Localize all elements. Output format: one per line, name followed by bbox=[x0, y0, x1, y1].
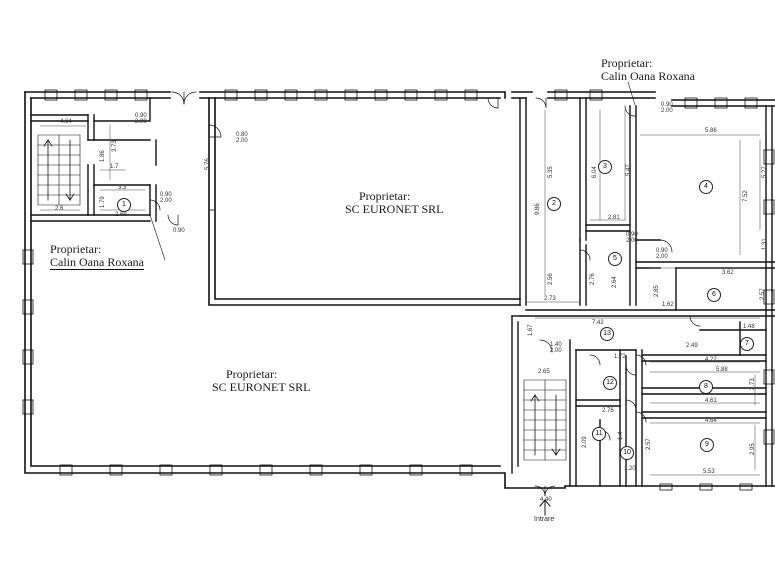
stair-left-walls bbox=[30, 97, 157, 222]
owner-title: Proprietar: bbox=[226, 367, 278, 381]
dimension-label: 3.73 bbox=[112, 140, 118, 152]
owner-pointer-line-top bbox=[627, 81, 636, 106]
dimension-label: 7.52 bbox=[743, 190, 749, 202]
dimension-label: 1.86 bbox=[100, 150, 106, 162]
dimension-label: 4.64 bbox=[705, 418, 717, 424]
room-number-2: 2 bbox=[547, 197, 561, 211]
room-number-13: 13 bbox=[600, 327, 614, 341]
lower-right-walls bbox=[511, 315, 767, 487]
room-number-5: 5 bbox=[608, 252, 622, 266]
dimension-label: 5.53 bbox=[703, 469, 715, 475]
dimension-label: 4.22 bbox=[705, 357, 717, 363]
dimension-label: 2.49 bbox=[686, 343, 698, 349]
dimension-label: 1.40 2.00 bbox=[550, 342, 562, 354]
dimension-label: 1.31 bbox=[762, 238, 768, 250]
dimension-label: 2.64 bbox=[612, 276, 618, 288]
room-number-8: 8 bbox=[699, 380, 713, 394]
owner-title: Proprietar: bbox=[50, 242, 102, 256]
right-block-walls bbox=[519, 97, 775, 487]
owner-name: SC EURONET SRL bbox=[345, 202, 444, 216]
dimension-label: 2.6 bbox=[55, 206, 64, 212]
dimension-label: 6.04 bbox=[592, 166, 598, 178]
dimension-label: 2.85 bbox=[654, 285, 660, 297]
dimension-label: 5.47 bbox=[626, 164, 632, 176]
dimension-label: 0.90 2.00 bbox=[661, 102, 673, 114]
owner-label-top-right: Proprietar: Calin Oana Roxana bbox=[601, 57, 695, 83]
room-number-1: 1 bbox=[117, 198, 131, 212]
room-number-12: 12 bbox=[603, 376, 617, 390]
owner-pointer-line bbox=[149, 214, 166, 261]
room-number-6: 6 bbox=[707, 288, 721, 302]
dimension-label: 2.57 bbox=[646, 438, 652, 450]
dimension-label: 0.90 2.00 bbox=[626, 232, 638, 244]
dimension-label: 5.86 bbox=[705, 128, 717, 134]
dimension-label: 9.86 bbox=[535, 203, 541, 215]
room-number-7: 7 bbox=[740, 337, 754, 351]
stair-right-treads bbox=[523, 379, 567, 461]
dimension-label: 2.73 bbox=[750, 378, 756, 390]
exterior-walls bbox=[24, 91, 775, 489]
dimension-label: 2.73 bbox=[544, 296, 556, 302]
dimension-label: 1.72 bbox=[614, 354, 626, 360]
owner-label-left: Proprietar: Calin Oana Roxana bbox=[50, 243, 144, 270]
dimension-label: 1.4 bbox=[618, 431, 624, 440]
dimension-label: 2.56 bbox=[548, 273, 554, 285]
dimension-label: 1.7 bbox=[110, 164, 119, 170]
room-number-10: 10 bbox=[620, 446, 634, 460]
dimension-label: 3.3 bbox=[118, 185, 127, 191]
dimension-label: 0.80 2.00 bbox=[236, 132, 248, 144]
dimension-label: 3.62 bbox=[722, 270, 734, 276]
windows bbox=[22, 89, 775, 491]
owner-name: Calin Oana Roxana bbox=[601, 69, 695, 83]
room-number-4: 4 bbox=[699, 180, 713, 194]
dimension-label: 1.67 bbox=[528, 324, 534, 336]
dimension-label: 1.48 bbox=[743, 324, 755, 330]
dimension-label: 1.79 bbox=[100, 196, 106, 208]
entrance-label: Intrare bbox=[534, 516, 555, 523]
owner-label-center-top: Proprietar: SC EURONET SRL bbox=[345, 190, 443, 216]
dimension-label: 4.40 bbox=[540, 497, 552, 503]
stair-left-treads bbox=[37, 134, 81, 206]
dimension-label: 5.76 bbox=[205, 158, 211, 170]
owner-title: Proprietar: bbox=[601, 56, 653, 70]
room-number-9: 9 bbox=[700, 438, 714, 452]
owner-name: Calin Oana Roxana bbox=[50, 255, 144, 270]
dimension-label: 2.81 bbox=[608, 215, 620, 221]
dimension-label: 2.69 bbox=[115, 212, 127, 218]
room-number-3: 3 bbox=[598, 160, 612, 174]
dimension-label: 2.76 bbox=[602, 408, 614, 414]
dimension-label: 1.20 bbox=[624, 466, 636, 472]
dimension-label: 0.90 2.00 bbox=[656, 248, 668, 260]
dimension-label: 5.88 bbox=[716, 367, 728, 373]
dimension-label: 2.09 bbox=[582, 436, 588, 448]
dimension-label: 4.64 bbox=[60, 119, 72, 125]
dimension-label: 5.27 bbox=[762, 166, 768, 178]
dimension-label: 2.65 bbox=[538, 369, 550, 375]
dimension-label: 0.90 2.00 bbox=[135, 113, 147, 125]
owner-name: SC EURONET SRL bbox=[212, 380, 311, 394]
dimension-label: 2.76 bbox=[590, 273, 596, 285]
central-room-walls bbox=[208, 97, 521, 306]
dimension-label: 0.90 bbox=[173, 228, 185, 234]
dimension-label: 2.57 bbox=[760, 288, 766, 300]
dimension-label: 0.90 2.00 bbox=[160, 192, 172, 204]
dimension-label: 1.62 bbox=[662, 302, 674, 308]
owner-title: Proprietar: bbox=[359, 189, 411, 203]
dimension-label: 2.95 bbox=[750, 443, 756, 455]
dimension-lines bbox=[39, 109, 761, 476]
room-number-11: 11 bbox=[592, 427, 606, 441]
dimension-label: 4.61 bbox=[705, 398, 717, 404]
dimension-label: 7.42 bbox=[592, 320, 604, 326]
dimension-label: 5.35 bbox=[548, 166, 554, 178]
owner-label-bottom: Proprietar: SC EURONET SRL bbox=[212, 368, 310, 394]
entrance-arrow bbox=[539, 499, 551, 516]
